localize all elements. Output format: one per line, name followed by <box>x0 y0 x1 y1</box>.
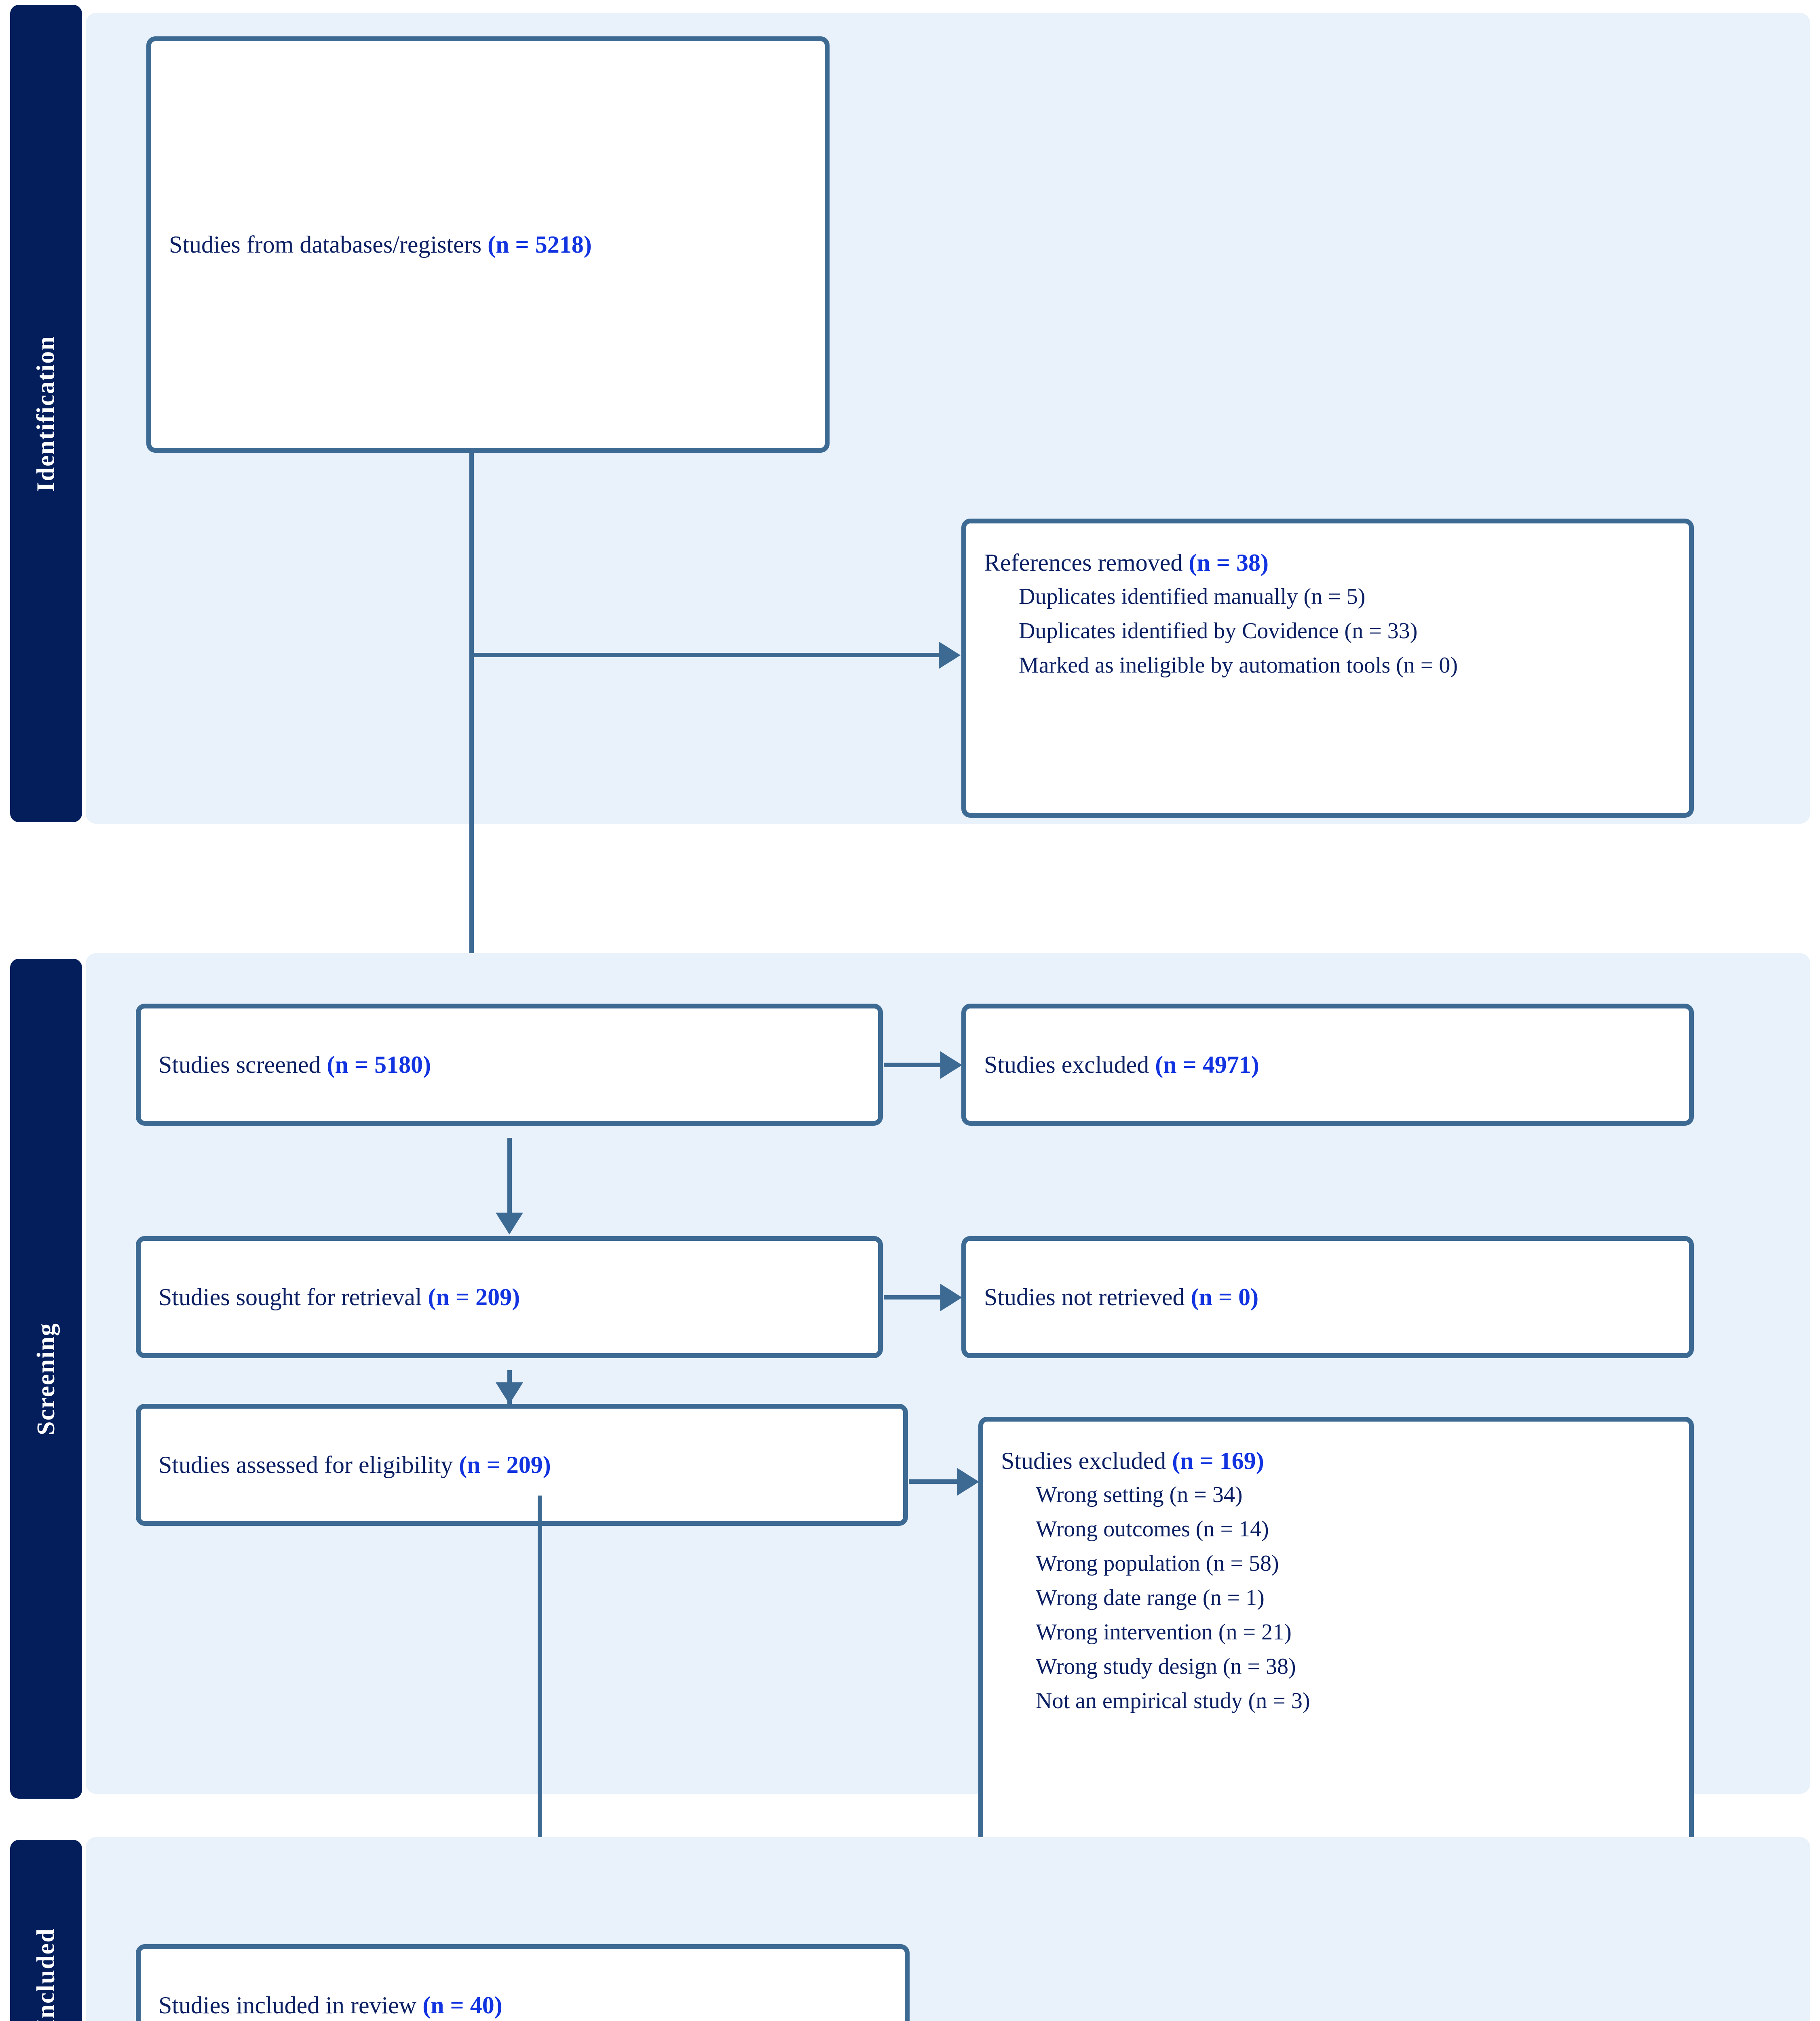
arrow-right-to-references-removed <box>939 641 961 669</box>
box-studies-from-databases[interactable]: Studies from databases/registers (n = 52… <box>146 36 830 453</box>
arrow-right-to-excluded-screened <box>940 1051 962 1079</box>
box-references-removed-text: References removed (n = 38) <box>984 549 1269 576</box>
box-studies-not-retrieved-text: Studies not retrieved (n = 0) <box>984 1283 1259 1310</box>
box-references-removed[interactable]: References removed (n = 38) Duplicates i… <box>961 519 1694 818</box>
box-studies-sought-for-retrieval[interactable]: Studies sought for retrieval (n = 209) <box>136 1236 883 1358</box>
list-item: Wrong setting (n = 34) <box>1036 1482 1243 1507</box>
box-studies-screened[interactable]: Studies screened (n = 5180) <box>136 1004 883 1126</box>
count-databases: (n = 5218) <box>488 231 592 258</box>
list-item: Marked as ineligible by automation tools… <box>1019 653 1458 678</box>
box-studies-assessed-text: Studies assessed for eligibility (n = 20… <box>158 1451 551 1478</box>
count-excluded-eligibility: (n = 169) <box>1172 1447 1264 1474</box>
count-not-retrieved: (n = 0) <box>1191 1283 1259 1310</box>
connector-databases-to-screened <box>469 452 474 981</box>
list-item: Wrong intervention (n = 21) <box>1036 1620 1292 1645</box>
stage-label-included: Included <box>32 1928 60 2021</box>
box-studies-sought-text: Studies sought for retrieval (n = 209) <box>158 1283 520 1310</box>
box-studies-included-text: Studies included in review (n = 40) <box>158 1991 503 2019</box>
count-included-review: (n = 40) <box>422 1991 503 2019</box>
stage-bar-screening: Screening <box>10 959 82 1799</box>
stage-bar-identification: Identification <box>10 5 82 822</box>
stage-label-screening: Screening <box>32 1322 60 1435</box>
connector-screened-to-excluded <box>884 1063 942 1067</box>
list-item: Wrong population (n = 58) <box>1036 1551 1279 1576</box>
list-item: Wrong study design (n = 38) <box>1036 1654 1296 1679</box>
list-item: Wrong date range (n = 1) <box>1036 1585 1265 1611</box>
list-item: Duplicates identified by Covidence (n = … <box>1019 618 1418 643</box>
count-excluded-screened: (n = 4971) <box>1155 1051 1259 1078</box>
count-references-removed: (n = 38) <box>1189 549 1269 576</box>
list-item: Duplicates identified manually (n = 5) <box>1019 584 1366 609</box>
box-studies-not-retrieved[interactable]: Studies not retrieved (n = 0) <box>961 1236 1694 1358</box>
box-studies-screened-text: Studies screened (n = 5180) <box>158 1051 431 1078</box>
count-sought-retrieval: (n = 209) <box>428 1283 520 1310</box>
connector-screened-to-sought <box>507 1138 512 1219</box>
list-item: Not an empirical study (n = 3) <box>1036 1688 1310 1714</box>
arrow-right-to-not-retrieved <box>940 1284 962 1311</box>
list-item: Wrong outcomes (n = 14) <box>1036 1516 1269 1542</box>
connector-to-references-removed <box>472 653 941 657</box>
box-studies-excluded-screened[interactable]: Studies excluded (n = 4971) <box>961 1004 1694 1126</box>
arrow-down-to-assessed <box>496 1382 523 1404</box>
count-assessed-eligibility: (n = 209) <box>459 1451 551 1478</box>
count-screened: (n = 5180) <box>327 1051 431 1078</box>
arrow-right-to-excluded-eligibility <box>957 1468 979 1496</box>
connector-sought-to-not-retrieved <box>884 1295 942 1300</box>
references-removed-list: Duplicates identified manually (n = 5) D… <box>984 580 1671 683</box>
box-studies-included-in-review[interactable]: Studies included in review (n = 40) <box>136 1944 910 2021</box>
box-studies-excluded-eligibility-text: Studies excluded (n = 169) <box>1001 1447 1264 1474</box>
excluded-eligibility-list: Wrong setting (n = 34) Wrong outcomes (n… <box>1001 1478 1671 1719</box>
connector-assessed-to-included <box>538 1496 542 1932</box>
stage-bar-included: Included <box>10 1840 82 2021</box>
connector-assessed-to-excluded <box>909 1479 959 1484</box>
box-studies-assessed-for-eligibility[interactable]: Studies assessed for eligibility (n = 20… <box>136 1404 908 1526</box>
box-studies-excluded-screened-text: Studies excluded (n = 4971) <box>984 1051 1259 1078</box>
stage-label-identification: Identification <box>32 335 60 492</box>
box-studies-from-databases-text: Studies from databases/registers (n = 52… <box>169 231 592 258</box>
arrow-down-to-sought <box>496 1213 523 1234</box>
